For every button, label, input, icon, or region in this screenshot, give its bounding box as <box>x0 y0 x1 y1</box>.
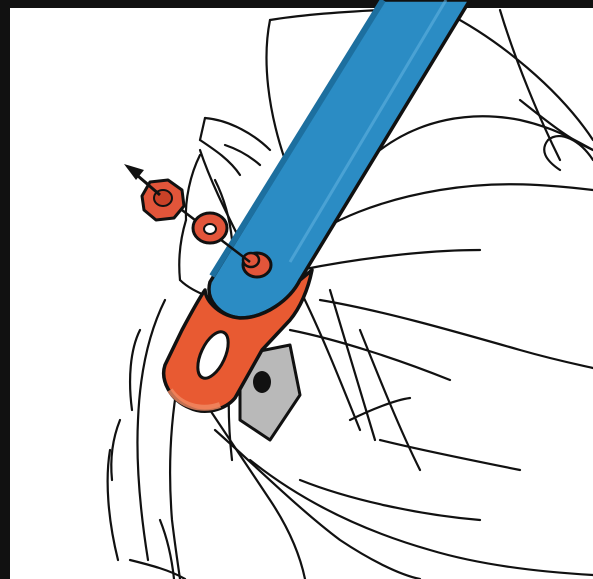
mount-hole <box>253 371 271 393</box>
washer <box>193 213 227 243</box>
direction-arrow <box>124 164 160 195</box>
bolt <box>243 253 271 277</box>
